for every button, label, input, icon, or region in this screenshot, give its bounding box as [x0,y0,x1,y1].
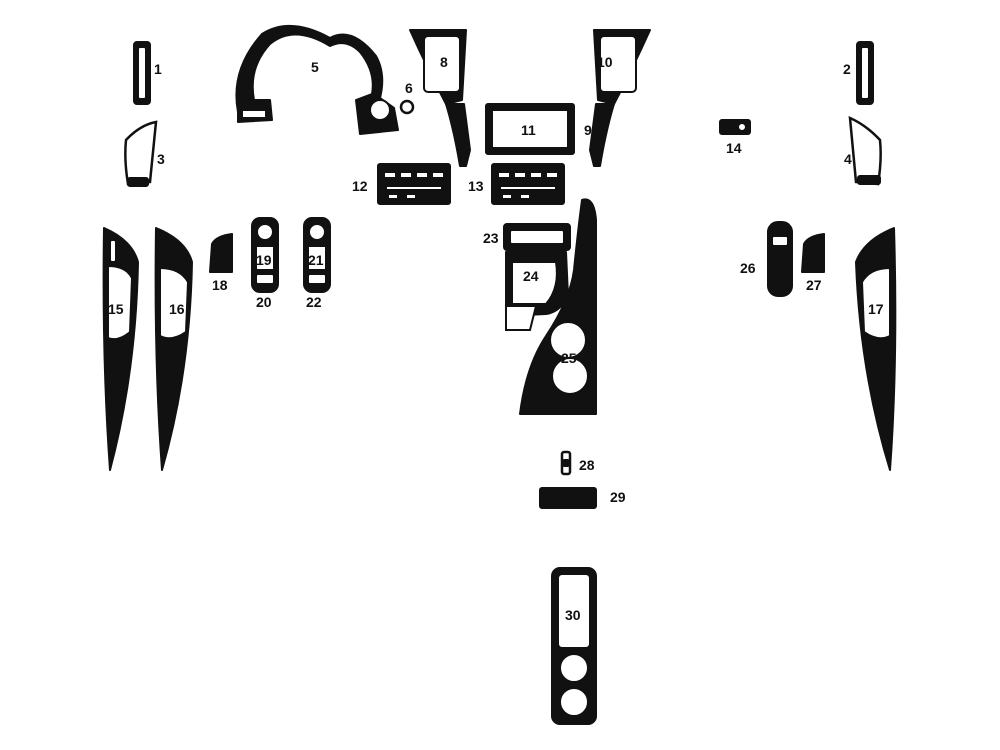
label-6: 6 [405,80,413,96]
piece-7 [445,103,471,167]
piece-14 [719,119,751,135]
piece-17 [855,227,897,471]
piece-15 [102,227,139,471]
piece-8 [409,29,467,105]
piece-28 [560,450,572,476]
piece-25 [505,198,597,415]
label-11: 11 [521,122,536,138]
piece-19-20 [251,217,279,293]
label-4: 4 [844,151,852,167]
piece-29 [539,487,597,509]
label-24: 24 [523,268,539,284]
piece-13 [491,163,565,205]
label-22: 22 [306,294,322,310]
label-1: 1 [154,61,162,77]
piece-11 [485,103,575,155]
piece-9 [589,103,615,167]
piece-4 [848,116,882,186]
label-10: 10 [597,54,613,70]
label-28: 28 [579,457,595,473]
label-26: 26 [740,260,756,276]
label-17: 17 [868,301,884,317]
label-9: 9 [584,122,592,138]
piece-1 [133,41,151,105]
piece-23 [503,223,571,251]
label-16: 16 [169,301,185,317]
piece-24 [505,251,569,317]
label-8: 8 [440,54,448,70]
label-15: 15 [108,301,124,317]
label-14: 14 [726,140,742,156]
piece-26 [767,221,793,297]
piece-18 [209,233,233,273]
label-25: 25 [561,350,577,366]
label-21: 21 [308,252,324,268]
label-7: 7 [460,122,468,138]
label-5: 5 [311,59,319,75]
label-23: 23 [483,230,499,246]
piece-30 [551,567,597,725]
label-2: 2 [843,61,851,77]
piece-16 [154,227,193,471]
piece-6 [399,99,415,115]
label-18: 18 [212,277,228,293]
label-30: 30 [565,607,581,623]
label-20: 20 [256,294,272,310]
label-29: 29 [610,489,626,505]
piece-27 [801,233,825,273]
label-27: 27 [806,277,822,293]
piece-3 [124,120,158,187]
piece-5 [235,24,399,135]
piece-12 [377,163,451,205]
label-13: 13 [468,178,484,194]
label-3: 3 [157,151,165,167]
piece-21-22 [303,217,331,293]
piece-2 [856,41,874,105]
label-19: 19 [256,252,272,268]
label-12: 12 [352,178,368,194]
